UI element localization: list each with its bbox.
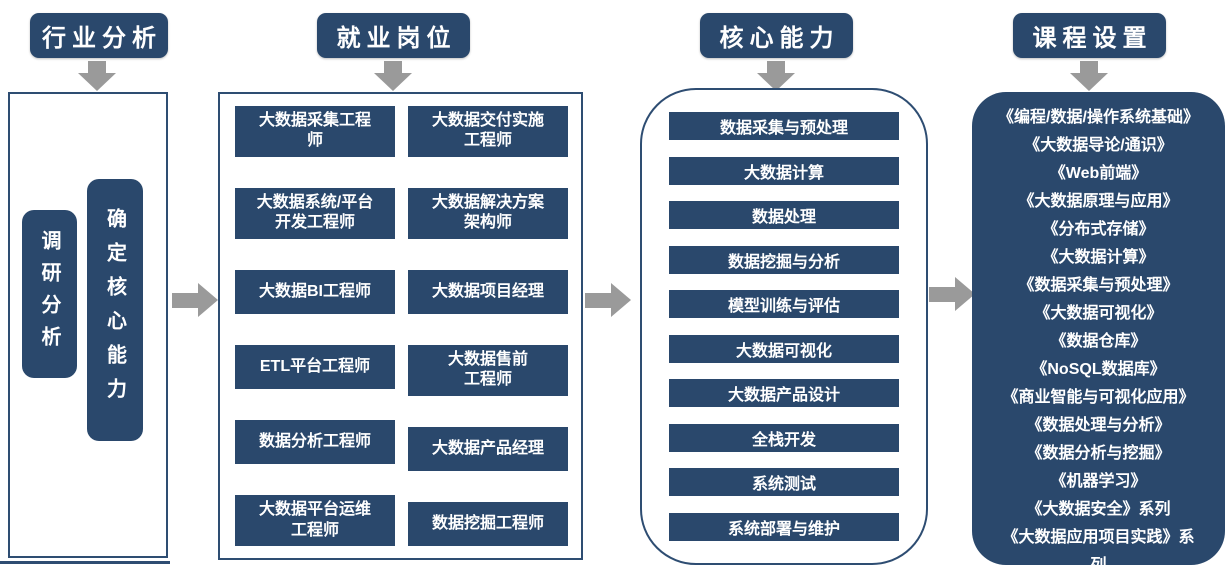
job-item: 大数据交付实施 工程师 bbox=[408, 106, 568, 157]
course-item: 《Web前端》 bbox=[1049, 165, 1148, 182]
capability-item: 数据处理 bbox=[669, 201, 899, 230]
capability-item: 大数据计算 bbox=[669, 156, 899, 185]
job-item: 大数据项目经理 bbox=[408, 269, 568, 314]
course-item: 《编程/数据/操作系统基础》 bbox=[998, 109, 1199, 126]
down-arrow-icon bbox=[374, 61, 412, 91]
capability-item: 大数据可视化 bbox=[669, 334, 899, 363]
job-item: 大数据产品经理 bbox=[408, 426, 568, 471]
course-item: 《数据分析与挖掘》 bbox=[1026, 445, 1171, 462]
capability-item: 模型训练与评估 bbox=[669, 290, 899, 319]
job-item: 数据挖掘工程师 bbox=[408, 501, 568, 546]
jobs-header: 就业岗位 bbox=[317, 13, 470, 58]
course-item: 《NoSQL数据库》 bbox=[1031, 361, 1166, 378]
capability-item: 大数据产品设计 bbox=[669, 379, 899, 408]
capabilities-container: 数据采集与预处理 大数据计算 数据处理 数据挖掘与分析 模型训练与评估 大数据可… bbox=[640, 88, 928, 565]
job-item: 大数据平台运维 工程师 bbox=[235, 495, 395, 546]
course-item: 《数据采集与预处理》 bbox=[1018, 277, 1179, 294]
down-arrow-icon bbox=[1070, 61, 1108, 91]
bottom-accent-line bbox=[0, 561, 170, 564]
job-item: 数据分析工程师 bbox=[235, 420, 395, 464]
course-item: 《商业智能与可视化应用》 bbox=[1002, 389, 1195, 406]
course-item: 《大数据可视化》 bbox=[1034, 305, 1163, 322]
course-item: 《数据仓库》 bbox=[1050, 333, 1147, 350]
course-item: 《数据处理与分析》 bbox=[1026, 417, 1171, 434]
course-item: 《大数据导论/通识》 bbox=[1024, 137, 1173, 154]
courses-panel: 《编程/数据/操作系统基础》 《大数据导论/通识》 《Web前端》 《大数据原理… bbox=[972, 92, 1225, 571]
job-item: 大数据BI工程师 bbox=[235, 269, 395, 314]
job-item: 大数据解决方案 架构师 bbox=[408, 187, 568, 239]
course-item: 《大数据原理与应用》 bbox=[1018, 193, 1179, 210]
course-item: 《大数据安全》系列 bbox=[1026, 501, 1171, 518]
jobs-box bbox=[218, 92, 583, 560]
right-arrow-icon bbox=[585, 283, 631, 317]
industry-analysis-header: 行业分析 bbox=[30, 13, 168, 58]
capability-item: 系统测试 bbox=[669, 468, 899, 497]
courses-header: 课程设置 bbox=[1013, 13, 1166, 58]
right-arrow-icon bbox=[172, 283, 218, 317]
jobs-right-column: 大数据交付实施 工程师 大数据解决方案 架构师 大数据项目经理 大数据售前 工程… bbox=[408, 106, 568, 546]
job-item: 大数据系统/平台 开发工程师 bbox=[235, 187, 395, 239]
capability-item: 系统部署与维护 bbox=[669, 512, 899, 541]
right-arrow-icon bbox=[929, 277, 975, 311]
down-arrow-icon bbox=[78, 61, 116, 91]
capability-item: 全栈开发 bbox=[669, 423, 899, 452]
course-item: 《大数据计算》 bbox=[1042, 249, 1155, 266]
capabilities-header: 核心能力 bbox=[700, 13, 853, 58]
down-arrow-icon bbox=[757, 61, 795, 91]
course-item: 《机器学习》 bbox=[1050, 473, 1147, 490]
capability-item: 数据采集与预处理 bbox=[669, 112, 899, 141]
job-item: 大数据采集工程 师 bbox=[235, 106, 395, 157]
determine-core-ability-pill: 确定核心能力 bbox=[87, 179, 143, 441]
job-item: ETL平台工程师 bbox=[235, 344, 395, 389]
capability-item: 数据挖掘与分析 bbox=[669, 245, 899, 274]
research-analysis-pill: 调研分析 bbox=[22, 210, 77, 378]
course-item: 《分布式存储》 bbox=[1042, 221, 1155, 238]
jobs-left-column: 大数据采集工程 师 大数据系统/平台 开发工程师 大数据BI工程师 ETL平台工… bbox=[235, 106, 395, 546]
job-item: 大数据售前 工程师 bbox=[408, 344, 568, 396]
course-item: 《大数据应用项目实践》系 列 bbox=[1002, 529, 1195, 571]
